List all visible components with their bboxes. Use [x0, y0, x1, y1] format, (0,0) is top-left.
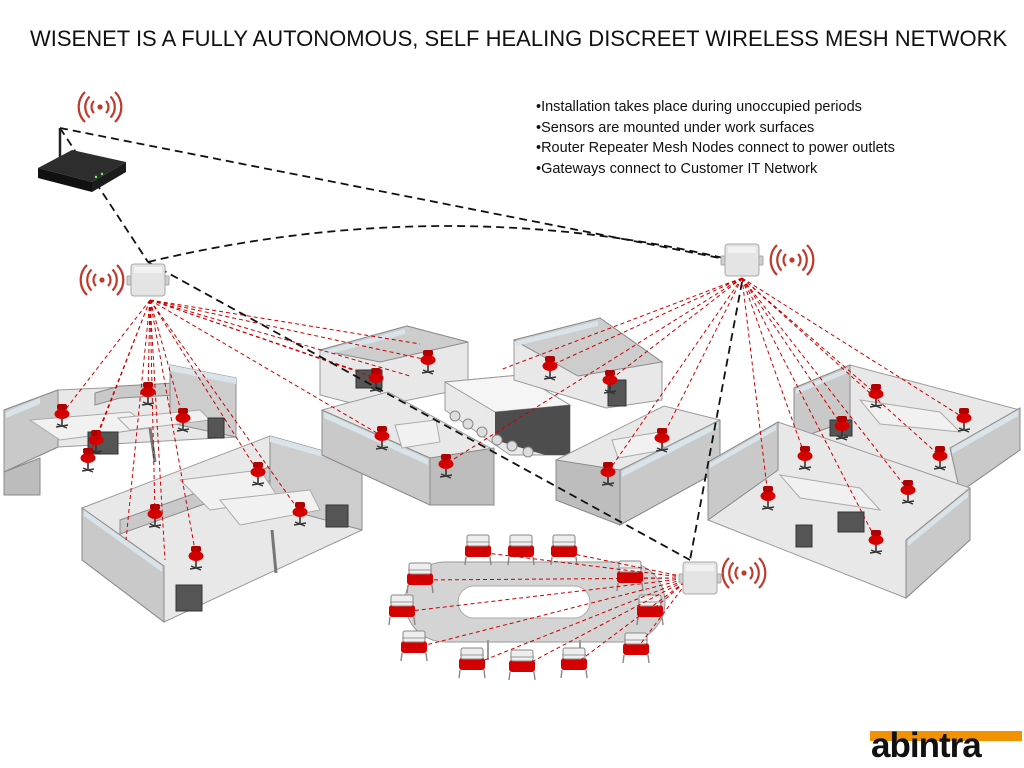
bullet-list: Installation takes place during unoccupi…	[536, 97, 895, 179]
cubicle-cluster-bottom-right	[707, 421, 971, 600]
conference-chair-icon	[464, 534, 492, 566]
sensor-links	[61, 277, 965, 668]
conference-chair-icon	[550, 534, 578, 566]
bullet-item: Gateways connect to Customer IT Network	[536, 159, 895, 180]
conference-chair-icon	[560, 647, 588, 679]
cubicle-cluster-bottom-left	[81, 435, 363, 624]
mesh-node-icon	[126, 263, 170, 297]
backbone-links	[59, 127, 743, 561]
company-logo: abintra	[870, 726, 1022, 766]
bullet-item: Router Repeater Mesh Nodes connect to po…	[536, 138, 895, 159]
slide-title: WISENET IS A FULLY AUTONOMOUS, SELF HEAL…	[30, 26, 1008, 51]
conference-chair-icon	[622, 632, 650, 664]
cubicle-cluster-center-left	[319, 325, 495, 506]
bullet-item: Installation takes place during unoccupi…	[536, 97, 895, 118]
wireless-signal-icon	[721, 556, 767, 590]
mesh-node-icon	[720, 243, 764, 277]
conference-chair-icon	[507, 534, 535, 566]
office-floor-plan	[3, 317, 1021, 660]
conference-chair-icon	[508, 649, 536, 681]
bullet-item: Sensors are mounted under work surfaces	[536, 118, 895, 139]
wireless-signal-icon	[769, 243, 815, 277]
counter-with-stools	[443, 374, 572, 458]
wireless-router-icon	[38, 128, 126, 192]
logo-accent-bar	[870, 731, 1022, 741]
conference-chair-icon	[458, 647, 486, 679]
wireless-signal-icon	[79, 263, 125, 297]
mesh-node-icon	[678, 561, 722, 595]
cubicle-cluster-center-right	[512, 317, 721, 526]
wireless-signal-icon	[77, 90, 123, 124]
cubicle-cluster-top-right	[793, 364, 1021, 493]
logo-text: abintra	[871, 726, 982, 765]
